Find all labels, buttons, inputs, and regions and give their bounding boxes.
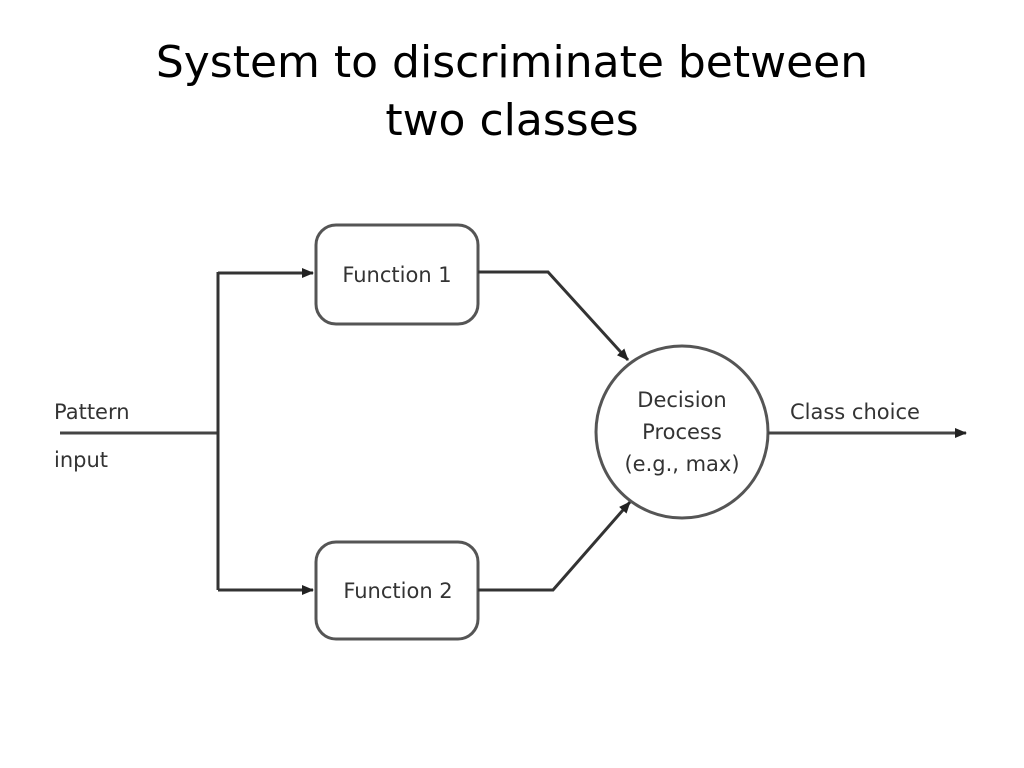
title-line-2: two classes — [385, 95, 639, 146]
arrow-function-1-to-decision — [478, 270, 630, 362]
title-line-1: System to discriminate between — [155, 37, 869, 88]
decision-label-line-3: (e.g., max) — [624, 452, 739, 476]
output-label: Class choice — [790, 400, 920, 424]
function-2-label: Function 2 — [343, 579, 452, 603]
decision-label-line-1: Decision — [637, 388, 726, 412]
slide-title: System to discriminate between two class… — [0, 34, 1024, 150]
input-label-line-1: Pattern — [54, 400, 130, 424]
decision-label-line-2: Process — [642, 420, 722, 444]
input-label-line-2: input — [54, 448, 108, 472]
arrow-function-2-to-decision — [478, 501, 632, 592]
function-1-box — [314, 223, 480, 326]
function-1-label: Function 1 — [342, 263, 451, 287]
